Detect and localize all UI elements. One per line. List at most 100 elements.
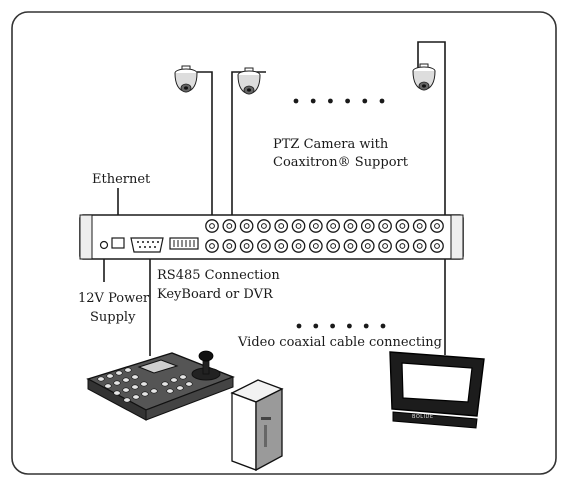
bnc-connector bbox=[291, 219, 306, 233]
video-cable-label: Video coaxial cable connecting bbox=[237, 335, 442, 350]
bnc-connector bbox=[274, 219, 289, 233]
bnc-connector bbox=[326, 239, 341, 253]
rs485-label-line2: KeyBoard or DVR bbox=[157, 287, 274, 302]
bnc-connector bbox=[412, 219, 427, 233]
bnc-connector bbox=[395, 239, 410, 253]
bnc-connector bbox=[239, 219, 254, 233]
dvr-side bbox=[255, 387, 283, 472]
keyboard-key bbox=[166, 388, 174, 394]
bnc-connector bbox=[239, 239, 254, 253]
bnc-connector bbox=[343, 219, 358, 233]
bnc-connector bbox=[205, 239, 219, 253]
keyboard-key bbox=[176, 385, 184, 391]
keyboard-key bbox=[123, 397, 131, 403]
monitor-bezel bbox=[392, 411, 478, 429]
ptz-label-line1: PTZ Camera with bbox=[273, 137, 389, 152]
keyboard-key bbox=[124, 367, 132, 373]
keyboard-key bbox=[113, 390, 121, 396]
monitor-icon: BOLIDE bbox=[389, 351, 485, 429]
video-switcher-unit bbox=[79, 214, 464, 260]
unit-left-ear bbox=[79, 214, 93, 260]
bnc-connector bbox=[257, 219, 271, 233]
bnc-connector bbox=[360, 219, 375, 233]
ellipsis-dot bbox=[380, 323, 386, 329]
ptz-camera-2-icon bbox=[237, 67, 261, 95]
camera-ellipsis-dots bbox=[293, 98, 385, 104]
power-jack-icon bbox=[99, 240, 109, 250]
bnc-connector bbox=[430, 219, 444, 233]
connection-lines bbox=[103, 41, 446, 356]
ellipsis-dot bbox=[293, 98, 299, 104]
keyboard-key bbox=[179, 374, 187, 380]
unit-right-ear bbox=[450, 214, 464, 260]
keyboard-key bbox=[122, 387, 130, 393]
terminal-block-screws bbox=[173, 240, 195, 247]
db9-pins bbox=[137, 241, 159, 248]
joystick-knob-icon bbox=[198, 350, 214, 362]
ellipsis-dot bbox=[362, 98, 368, 104]
keyboard-key bbox=[131, 384, 139, 390]
bnc-connector-grid bbox=[205, 219, 444, 253]
ptz-camera-3-icon bbox=[412, 63, 436, 91]
keyboard-side-edge bbox=[145, 376, 234, 421]
ellipsis-dot bbox=[345, 98, 350, 104]
terminal-block-icon bbox=[169, 237, 199, 250]
bnc-connector bbox=[343, 239, 358, 253]
rs485-label-line1: RS485 Connection bbox=[157, 268, 280, 283]
ethernet-label: Ethernet bbox=[92, 172, 151, 187]
keyboard-lcd-display bbox=[137, 359, 179, 374]
bnc-connector bbox=[205, 219, 219, 233]
bnc-connector bbox=[412, 239, 427, 253]
ellipsis-dot bbox=[379, 98, 385, 104]
keyboard-key bbox=[115, 370, 123, 376]
bnc-connector bbox=[222, 219, 237, 233]
ellipsis-dot bbox=[347, 323, 352, 329]
keyboard-key bbox=[113, 380, 121, 386]
ethernet-port-icon bbox=[111, 237, 125, 249]
dvr-vent bbox=[264, 425, 267, 447]
ellipsis-dot bbox=[296, 323, 302, 329]
bnc-connector bbox=[308, 219, 323, 233]
keyboard-key bbox=[106, 373, 114, 379]
bnc-connector bbox=[308, 239, 323, 253]
keyboard-key bbox=[185, 381, 193, 387]
ptz-keyboard-icon bbox=[86, 350, 235, 421]
bnc-connector bbox=[291, 239, 306, 253]
bnc-connector bbox=[378, 219, 392, 233]
bnc-connector bbox=[222, 239, 237, 253]
ellipsis-dot bbox=[310, 98, 316, 104]
db9-port-icon bbox=[130, 237, 164, 253]
bnc-connector bbox=[395, 219, 410, 233]
keyboard-key bbox=[161, 381, 169, 387]
ptz-camera-1-icon bbox=[174, 65, 198, 93]
dvr-badge bbox=[261, 417, 271, 420]
keyboard-keys bbox=[97, 367, 193, 403]
dvr-tower-icon bbox=[230, 379, 284, 472]
dvr-front bbox=[231, 392, 257, 471]
ptz-label-line2: Coaxitron® Support bbox=[273, 155, 409, 170]
monitor-brand-label: BOLIDE bbox=[412, 414, 434, 420]
keyboard-key bbox=[131, 374, 139, 380]
camera-1-cable bbox=[197, 71, 213, 216]
power-label-line2: Supply bbox=[90, 310, 136, 325]
monitor-screen bbox=[401, 362, 473, 403]
bnc-connector bbox=[430, 239, 444, 253]
keyboard-key bbox=[97, 376, 105, 382]
diagram-frame bbox=[11, 11, 557, 475]
bnc-connector bbox=[274, 239, 289, 253]
bnc-connector bbox=[378, 239, 392, 253]
keyboard-key bbox=[122, 377, 130, 383]
bnc-connector bbox=[360, 239, 375, 253]
ellipsis-dot bbox=[313, 323, 319, 329]
bnc-connector bbox=[257, 239, 271, 253]
ellipsis-dot bbox=[330, 323, 335, 329]
keyboard-key bbox=[150, 388, 158, 394]
video-ellipsis-dots bbox=[296, 323, 386, 329]
keyboard-key bbox=[141, 391, 149, 397]
bnc-connector bbox=[326, 219, 341, 233]
power-label-line1: 12V Power bbox=[78, 291, 150, 306]
ellipsis-dot bbox=[328, 98, 333, 104]
keyboard-key bbox=[104, 383, 112, 389]
keyboard-key bbox=[140, 381, 148, 387]
